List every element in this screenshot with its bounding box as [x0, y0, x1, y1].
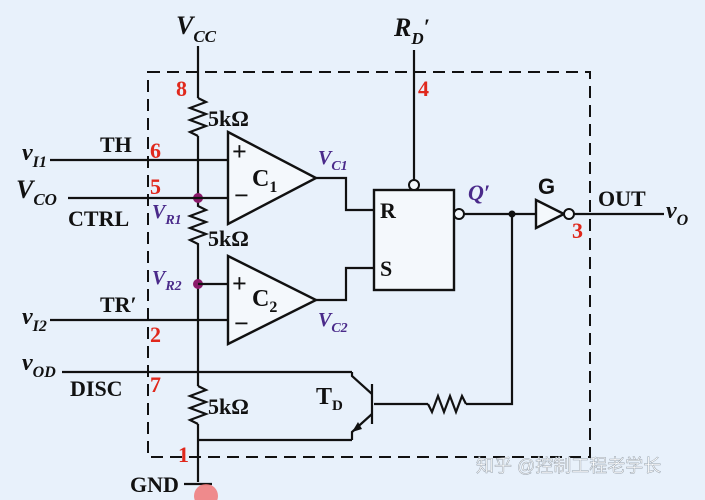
ground-marker: [194, 484, 218, 500]
vr1-label: VR1: [152, 201, 182, 228]
tr-label: TR′: [100, 292, 137, 317]
vc1-label: VC1: [318, 147, 348, 174]
latch-s-label: S: [380, 256, 392, 281]
comparator-c2: [226, 254, 319, 346]
out-label: OUT: [598, 186, 646, 211]
inverter-g: [534, 198, 567, 230]
disc-label: DISC: [70, 376, 123, 401]
td-emitter-arrow: [352, 422, 362, 432]
latch-r-label: R: [380, 198, 397, 223]
pin-6: 6: [150, 138, 161, 163]
rd-label: RD′: [393, 13, 430, 48]
resistor-3: [186, 385, 210, 425]
q-bubble: [453, 208, 465, 220]
pin-3: 3: [572, 218, 583, 243]
q-label: Q′: [468, 180, 490, 205]
c1-minus: −: [234, 181, 249, 210]
chip-boundary: [147, 71, 591, 458]
resistor-1-label: 5kΩ: [208, 106, 249, 131]
resistor-2-label: 5kΩ: [208, 226, 249, 251]
c2-minus: −: [234, 309, 249, 338]
resistor-1: [186, 97, 210, 137]
pin-7: 7: [150, 372, 161, 397]
vcc-label: VCC: [176, 11, 217, 46]
vi2-label: vI2: [22, 304, 47, 335]
q-to-base-wire: [466, 214, 514, 406]
c2-plus: +: [232, 269, 247, 298]
c1-to-r-wire: [316, 176, 374, 212]
td-collector: [350, 372, 373, 395]
c1-label: C1: [252, 166, 277, 196]
pin-5: 5: [150, 174, 161, 199]
gnd-label: GND: [130, 472, 179, 497]
vo-label: vO: [666, 198, 689, 229]
resistor-3-label: 5kΩ: [208, 394, 249, 419]
vi1-label: vI1: [22, 140, 47, 171]
vco-label: VCO: [16, 175, 57, 209]
pin-1: 1: [178, 442, 189, 467]
comparator-c1: [226, 130, 319, 226]
pin-4: 4: [418, 76, 429, 101]
resistor-2: [186, 200, 210, 250]
vc2-label: VC2: [318, 309, 348, 336]
pin-8: 8: [176, 76, 187, 101]
vr2-label: VR2: [152, 267, 182, 294]
watermark: 知乎 @控制工程老学长: [476, 456, 661, 476]
th-label: TH: [100, 132, 132, 157]
td-label: TD: [316, 384, 343, 414]
c2-label: C2: [252, 286, 277, 316]
c1-plus: +: [232, 137, 247, 166]
ctrl-label: CTRL: [68, 206, 129, 231]
base-resistor: [427, 392, 467, 416]
pin-2: 2: [150, 322, 161, 347]
rd-bubble: [408, 179, 420, 191]
c2-to-s-wire: [316, 266, 374, 302]
vod-label: vOD: [22, 350, 56, 381]
gate-label: G: [538, 174, 555, 199]
